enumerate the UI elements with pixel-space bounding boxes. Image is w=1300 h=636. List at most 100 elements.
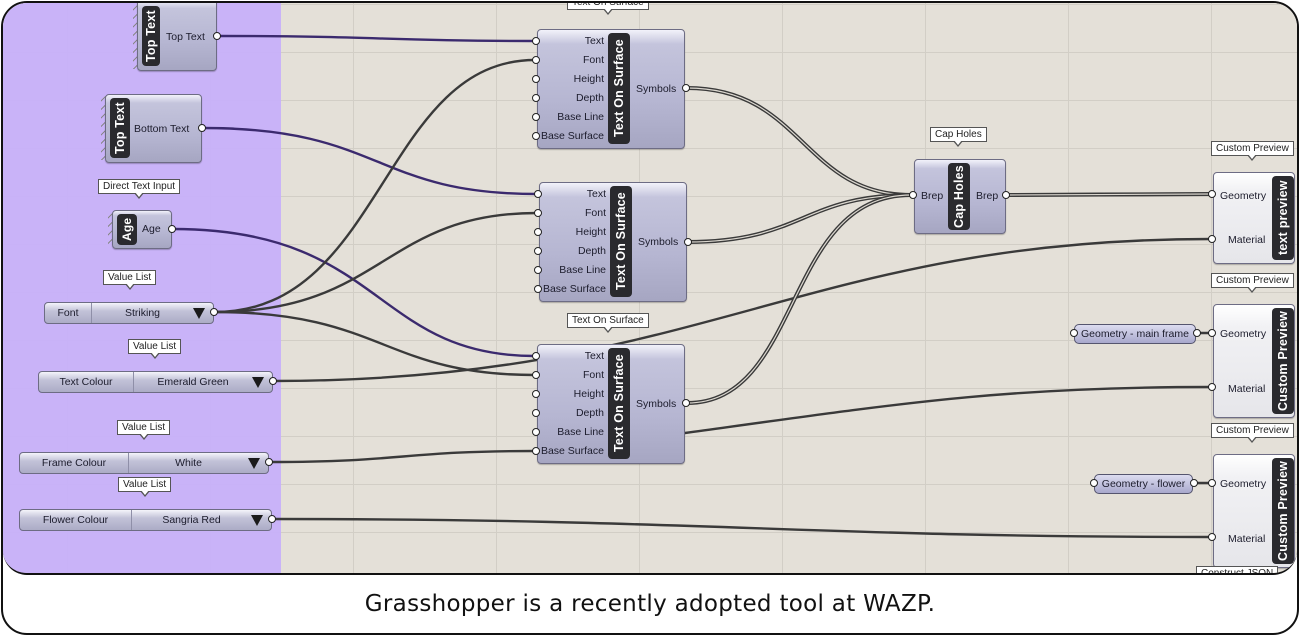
dropdown-arrow-icon[interactable] [252,376,264,388]
input-height-label: Height [575,226,606,238]
input-port[interactable] [1208,329,1216,337]
input-port[interactable] [532,447,540,455]
input-port[interactable] [532,113,540,121]
value-list-flower-colour[interactable]: Flower Colour Sangria Red [19,509,272,531]
wire-flower-colour [271,517,1213,539]
value-list-selected[interactable]: Striking [124,307,160,319]
tooltip-value-list: Value List [128,339,182,359]
input-port[interactable] [1208,190,1216,198]
tooltip-text-on-surface: Text On Surface [567,313,649,333]
param-age[interactable]: Age Age [112,210,172,249]
param-top-text[interactable]: Top Text Top Text [137,3,217,71]
input-port[interactable] [532,94,540,102]
dropdown-arrow-icon[interactable] [251,514,263,526]
output-port[interactable] [682,84,690,92]
tooltip-value-list: Value List [118,477,172,497]
input-port[interactable] [909,191,917,199]
input-geometry-label: Geometry [1220,328,1267,340]
input-port[interactable] [534,190,542,198]
value-list-selected[interactable]: Emerald Green [157,376,229,388]
output-port[interactable] [213,32,221,40]
input-port[interactable] [534,266,542,274]
value-list-selected[interactable]: Sangria Red [162,514,221,526]
output-port[interactable] [168,225,176,233]
component-cap-holes[interactable]: Brep Cap Holes Brep [914,159,1006,234]
grasshopper-canvas[interactable]: Top Text Top Text Top Text Bottom Text D… [3,3,1297,575]
input-port[interactable] [532,352,540,360]
dropdown-arrow-icon[interactable] [193,307,205,319]
input-port[interactable] [1070,329,1078,337]
input-port[interactable] [1208,235,1216,243]
output-port[interactable] [1002,191,1010,199]
input-text-label: Text [586,188,606,200]
tooltip-custom-preview: Custom Preview [1211,141,1294,161]
component-custom-preview-1[interactable]: Geometry Material Custom Preview [1213,304,1295,418]
input-depth-label: Depth [577,245,606,257]
output-port[interactable] [682,399,690,407]
wire-age [171,227,537,358]
param-geometry-main-frame[interactable]: Geometry - main frame [1074,324,1196,344]
input-port[interactable] [1090,479,1098,487]
input-height-label: Height [573,73,604,85]
value-list-text-colour[interactable]: Text Colour Emerald Green [38,371,273,393]
output-port[interactable] [265,458,273,466]
input-port[interactable] [532,390,540,398]
input-height-label: Height [573,388,604,400]
param-label: Top Text [166,31,205,43]
input-font-label: Font [582,54,604,66]
input-port[interactable] [532,132,540,140]
output-port[interactable] [684,238,692,246]
input-port[interactable] [532,371,540,379]
input-port[interactable] [1208,383,1216,391]
value-list-selected[interactable]: White [175,457,202,469]
param-bottom-text[interactable]: Top Text Bottom Text [105,94,202,163]
input-port[interactable] [1208,479,1216,487]
wire-frame-material [683,385,1213,435]
input-geometry-label: Geometry [1220,190,1267,202]
component-nickname: Cap Holes [948,163,970,230]
param-geometry-flower[interactable]: Geometry - flower [1094,474,1193,494]
tooltip-custom-preview: Custom Preview [1211,423,1294,443]
value-list-name: Text Colour [39,372,134,392]
component-text-on-surface-3[interactable]: Text Font Height Depth Base Line Base Su… [537,344,685,464]
input-base-surface-label: Base Surface [542,283,606,295]
wire-font-2 [213,211,539,314]
output-port[interactable] [210,308,218,316]
input-port[interactable] [532,428,540,436]
value-list-name: Flower Colour [20,510,132,530]
value-list-name: Font [45,303,92,323]
wire-text-colour [271,237,1213,383]
output-port[interactable] [1193,329,1201,337]
input-port[interactable] [532,409,540,417]
output-port[interactable] [269,377,277,385]
value-list-font[interactable]: Font Striking [44,302,214,324]
component-nickname: Custom Preview [1272,458,1294,564]
output-symbols-label: Symbols [636,83,677,95]
wire-bottom-text [201,126,539,196]
input-port[interactable] [1208,533,1216,541]
input-port[interactable] [534,247,542,255]
output-port[interactable] [198,124,206,132]
input-port[interactable] [534,209,542,217]
param-label: Bottom Text [134,123,190,135]
output-port[interactable] [268,515,276,523]
wire-frame-colour [269,449,537,464]
value-list-frame-colour[interactable]: Frame Colour White [19,452,269,474]
component-text-on-surface-2[interactable]: Text Font Height Depth Base Line Base Su… [539,182,687,302]
input-port[interactable] [534,228,542,236]
component-nickname: Text On Surface [608,348,630,459]
input-depth-label: Depth [575,407,604,419]
component-text-on-surface-1[interactable]: Text Font Height Depth Base Line Base Su… [537,29,685,149]
tooltip-direct-text-input: Direct Text Input [98,179,181,199]
wire-symbols-3 [685,193,913,405]
component-custom-preview-2[interactable]: Geometry Material Custom Preview [1213,454,1295,568]
wire-font-1 [213,58,537,314]
dropdown-arrow-icon[interactable] [248,457,260,469]
input-base-surface-label: Base Surface [540,445,604,457]
input-port[interactable] [532,75,540,83]
input-port[interactable] [532,56,540,64]
input-port[interactable] [534,285,542,293]
input-port[interactable] [532,37,540,45]
output-port[interactable] [1190,479,1198,487]
component-text-preview[interactable]: Geometry Material text preview [1213,172,1295,264]
